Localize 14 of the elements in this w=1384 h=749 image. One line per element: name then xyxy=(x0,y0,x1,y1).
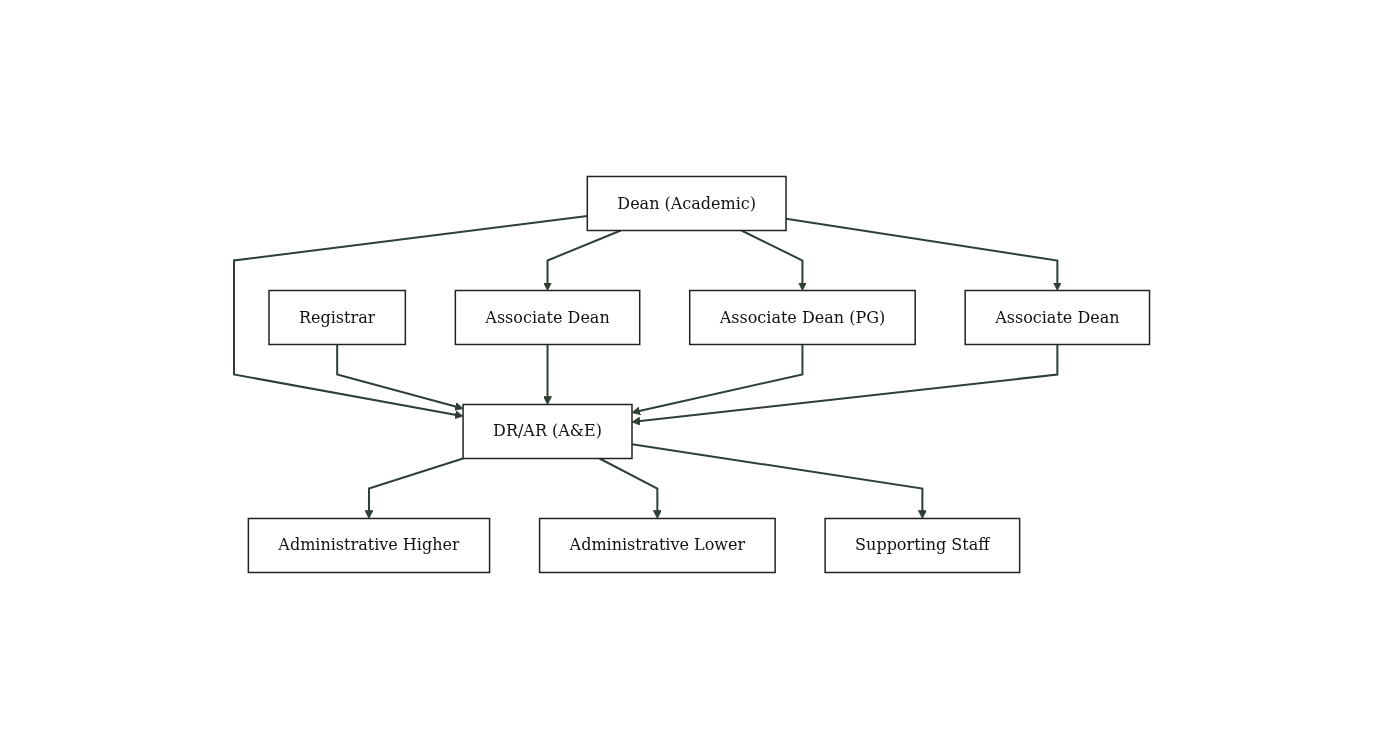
node-box: Associate Dean (PG) xyxy=(689,289,917,346)
node-box: Dean (Academic) xyxy=(586,175,787,232)
node-box: Administrative Lower xyxy=(539,517,777,574)
arrow xyxy=(598,457,662,519)
arrow xyxy=(336,343,464,411)
arrow xyxy=(543,229,622,291)
arrow xyxy=(740,229,808,291)
node-box: DR/AR (A&E) xyxy=(462,403,633,460)
arrow xyxy=(543,343,553,405)
node-box: Associate Dean xyxy=(964,289,1151,346)
node-box: Registrar xyxy=(268,289,407,346)
node-box: Administrative Higher xyxy=(247,517,491,574)
node-box: Associate Dean xyxy=(454,289,641,346)
arrow xyxy=(364,457,465,519)
